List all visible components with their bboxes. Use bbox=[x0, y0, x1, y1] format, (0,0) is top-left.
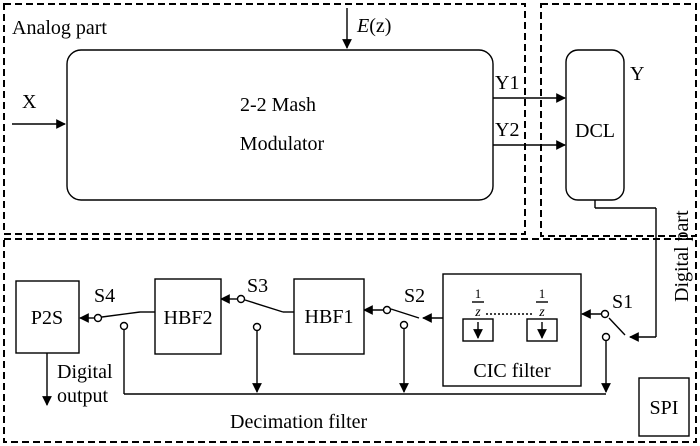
digital-output-label-line2: output bbox=[57, 385, 109, 407]
modulator-label-line2: Modulator bbox=[240, 133, 325, 155]
s1-contact-top bbox=[600, 309, 610, 319]
analog-part-label: Analog part bbox=[12, 17, 107, 39]
y2-label: Y2 bbox=[495, 119, 519, 141]
cic-stage1-denominator: z bbox=[474, 305, 481, 320]
s1-label: S1 bbox=[612, 291, 633, 313]
hbf1-block bbox=[293, 278, 365, 355]
dcl-label: DCL bbox=[575, 120, 615, 142]
s4-lever bbox=[101, 311, 141, 318]
s4-contact-bottom bbox=[119, 321, 129, 331]
cic-filter-label: CIC filter bbox=[473, 360, 551, 382]
p2s-label: P2S bbox=[31, 307, 63, 329]
input-x-label: X bbox=[22, 91, 37, 113]
p2s-block bbox=[15, 280, 80, 354]
s2-contact-left bbox=[382, 305, 392, 315]
s3-contact-left bbox=[236, 294, 246, 304]
y-output-label: Y bbox=[630, 63, 644, 85]
hbf2-label: HBF2 bbox=[164, 307, 213, 329]
y1-label: Y1 bbox=[495, 72, 519, 94]
decimation-filter-label: Decimation filter bbox=[230, 411, 368, 433]
digital-part-region bbox=[540, 3, 697, 237]
digital-part-label: Digital part bbox=[671, 210, 693, 302]
s3-label: S3 bbox=[247, 275, 268, 297]
s3-contact-bottom bbox=[252, 322, 262, 332]
analog-part-region bbox=[3, 3, 526, 235]
s3-lever bbox=[244, 299, 284, 313]
mash-modulator-block bbox=[66, 49, 494, 201]
s2-lever bbox=[390, 308, 420, 319]
decimation-filter-region bbox=[3, 238, 697, 443]
digital-output-label-line1: Digital bbox=[57, 361, 113, 383]
s4-contact-left bbox=[93, 313, 103, 323]
s2-contact-bottom bbox=[399, 320, 409, 330]
hbf2-block bbox=[154, 278, 222, 355]
error-input-label: E(z) bbox=[356, 15, 391, 37]
s1-contact-bottom bbox=[601, 332, 611, 342]
s1-lever bbox=[608, 317, 626, 336]
cic-stage2-numerator: 1 bbox=[539, 286, 546, 301]
modulator-label-line1: 2-2 Mash bbox=[240, 94, 316, 116]
hbf1-label: HBF1 bbox=[305, 306, 354, 328]
spi-label: SPI bbox=[650, 397, 679, 419]
spi-block bbox=[638, 377, 690, 437]
cic-stage2-denominator: z bbox=[538, 305, 545, 320]
s2-label: S2 bbox=[404, 285, 425, 307]
cic-stage1-numerator: 1 bbox=[475, 286, 482, 301]
s4-label: S4 bbox=[94, 285, 115, 307]
